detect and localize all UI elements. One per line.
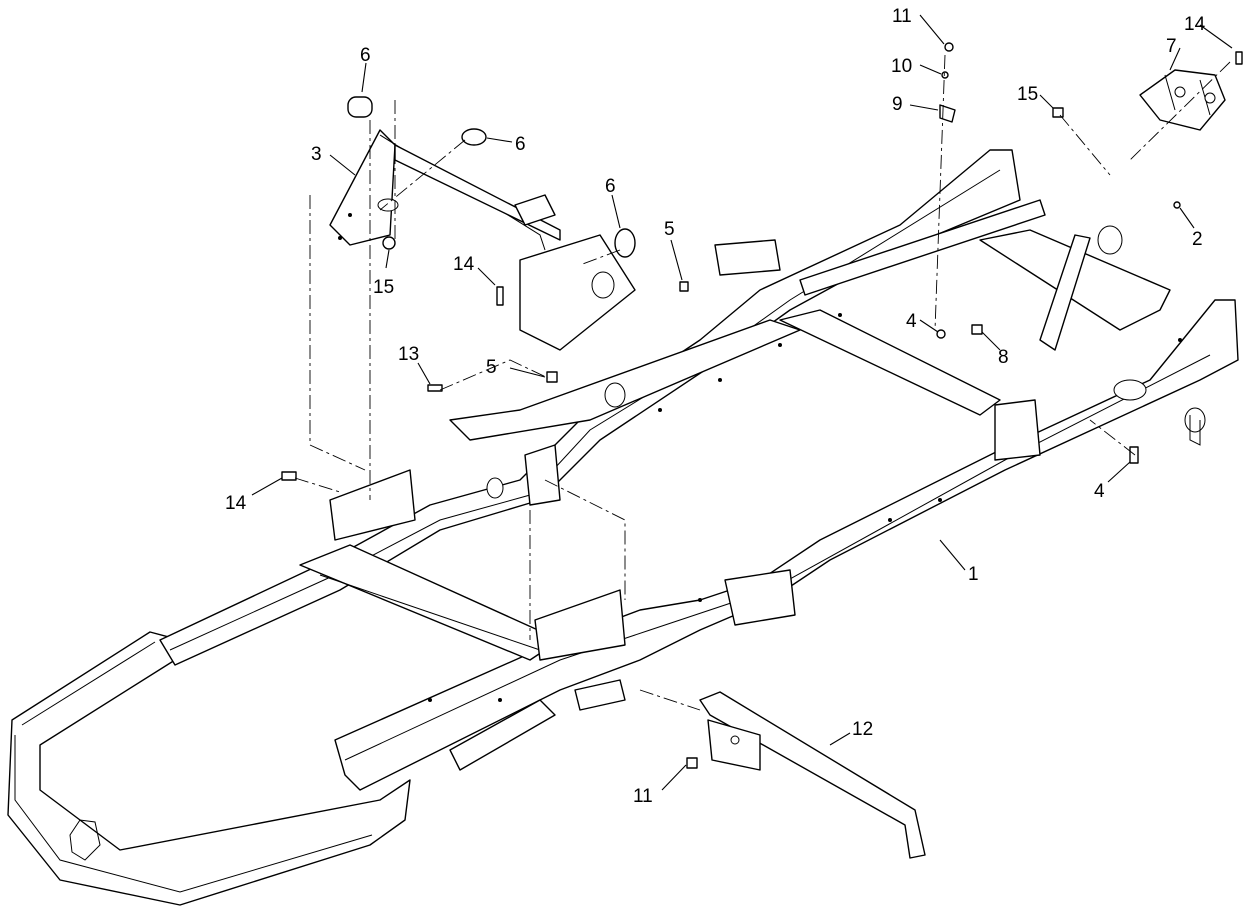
callout-1: 1 xyxy=(968,564,979,585)
main-frame xyxy=(7,149,1239,906)
callout-12: 12 xyxy=(852,719,873,740)
callout-5a: 5 xyxy=(664,219,675,240)
callout-4a: 4 xyxy=(906,311,917,332)
callout-15a: 15 xyxy=(1017,84,1038,105)
callout-5b: 5 xyxy=(486,357,497,378)
callout-8: 8 xyxy=(998,347,1009,368)
hardware-parts xyxy=(281,42,1181,769)
callout-11b: 11 xyxy=(633,786,653,807)
callout-14b: 14 xyxy=(453,254,475,275)
assembly-lines xyxy=(294,54,1231,711)
callout-2: 2 xyxy=(1192,229,1203,250)
callout-15b: 15 xyxy=(373,277,394,298)
rear-tow-bracket-12 xyxy=(699,691,926,859)
callout-14a: 14 xyxy=(1184,14,1206,35)
callout-6b: 6 xyxy=(515,134,526,155)
callout-13: 13 xyxy=(398,344,419,365)
callout-11a: 11 xyxy=(892,6,912,27)
callout-leaders xyxy=(251,14,1233,791)
callout-3: 3 xyxy=(311,144,322,165)
callout-4b: 4 xyxy=(1094,481,1105,502)
hitch-bracket-7 xyxy=(1139,51,1243,131)
callout-14c: 14 xyxy=(225,493,247,514)
upper-bracket-assembly xyxy=(329,129,636,351)
callout-6a: 6 xyxy=(360,45,371,66)
callout-7: 7 xyxy=(1166,36,1177,57)
callout-10: 10 xyxy=(891,56,912,77)
callout-9: 9 xyxy=(892,94,903,115)
callout-labels: 1 2 3 4 4 5 5 6 6 6 7 8 9 10 11 11 12 13… xyxy=(225,6,1206,807)
callout-6c: 6 xyxy=(605,176,616,197)
